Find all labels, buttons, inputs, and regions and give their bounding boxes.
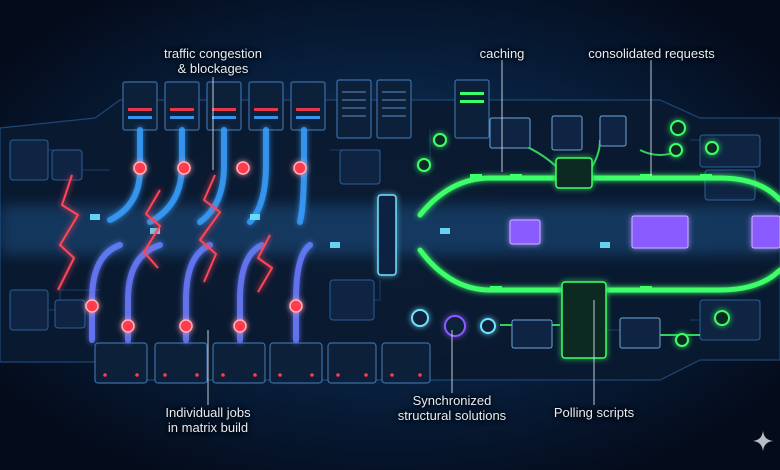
label-synchronized: Synchronized structural solutions <box>382 393 522 423</box>
label-consolidated: consolidated requests <box>579 46 724 61</box>
label-congestion-line1: traffic congestion <box>163 46 263 61</box>
label-synchronized-line2: structural solutions <box>397 408 507 423</box>
label-congestion: traffic congestion & blockages <box>148 46 278 76</box>
label-jobs: Individuall jobs in matrix build <box>148 405 268 435</box>
label-congestion-line2: & blockages <box>177 61 249 76</box>
label-caching: caching <box>462 46 542 61</box>
label-caching-line1: caching <box>479 46 525 61</box>
label-polling: Polling scripts <box>539 405 649 420</box>
sparkle-icon <box>752 430 774 452</box>
label-jobs-line2: in matrix build <box>167 420 249 435</box>
label-consolidated-line1: consolidated requests <box>588 46 715 61</box>
label-jobs-line1: Individuall jobs <box>165 405 251 420</box>
label-polling-line1: Polling scripts <box>553 405 635 420</box>
label-synchronized-line1: Synchronized <box>412 393 492 408</box>
